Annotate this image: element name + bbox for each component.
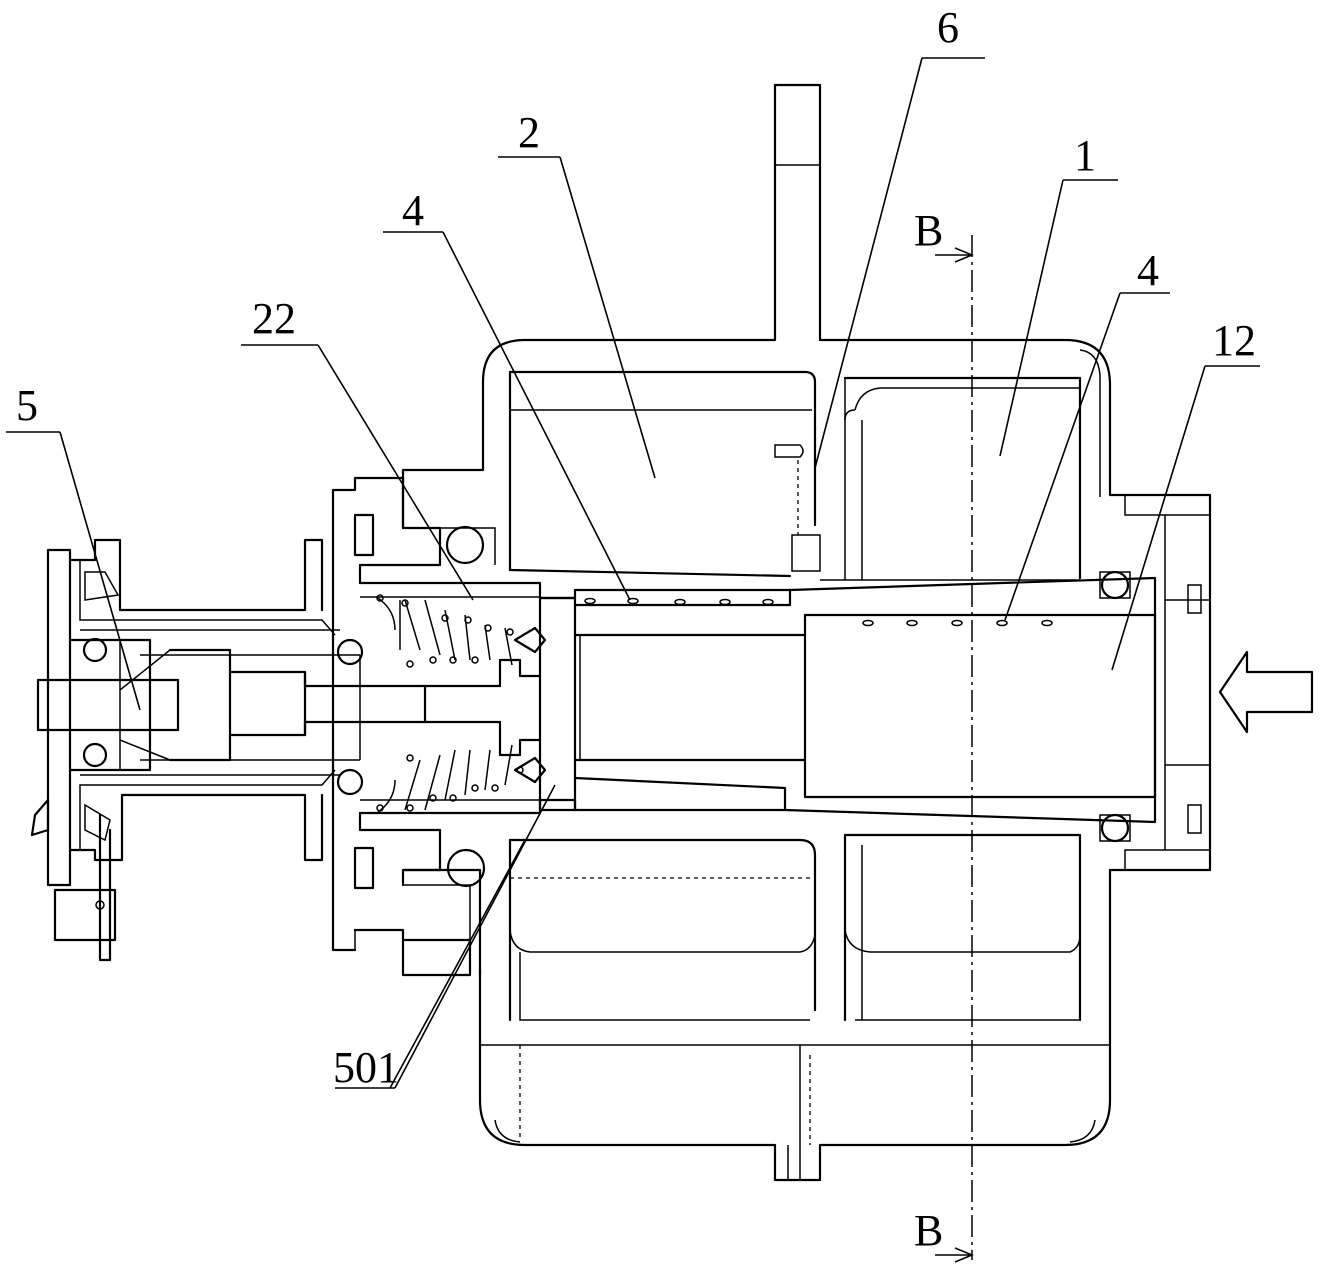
label-4-right: 4 bbox=[1137, 246, 1159, 295]
label-1: 1 bbox=[1074, 131, 1096, 180]
label-5: 5 bbox=[16, 381, 38, 430]
spring bbox=[377, 595, 523, 812]
label-501: 501 bbox=[333, 1043, 399, 1092]
vent-holes bbox=[585, 599, 1052, 626]
shaft-assembly bbox=[120, 572, 1155, 841]
label-6: 6 bbox=[937, 3, 959, 52]
label-2: 2 bbox=[518, 108, 540, 157]
lower-housing-ribs bbox=[480, 1000, 1095, 1180]
label-section-top: B bbox=[914, 206, 943, 255]
label-22: 22 bbox=[252, 294, 296, 343]
section-line bbox=[935, 235, 972, 1262]
input-arrow bbox=[1220, 652, 1312, 732]
left-assembly bbox=[32, 540, 340, 960]
label-section-bottom: B bbox=[914, 1206, 943, 1255]
housing-outline bbox=[403, 85, 1210, 1180]
lower-coil-left bbox=[510, 840, 815, 1145]
left-end-housing bbox=[333, 478, 495, 975]
label-12: 12 bbox=[1212, 316, 1256, 365]
lower-coil-right bbox=[480, 835, 1110, 1045]
label-4-left: 4 bbox=[402, 186, 424, 235]
upper-coil-left bbox=[510, 372, 820, 576]
upper-coil-right bbox=[820, 378, 1080, 580]
labels: 6 2 1 4 4 22 12 5 501 B B bbox=[16, 3, 1256, 1255]
